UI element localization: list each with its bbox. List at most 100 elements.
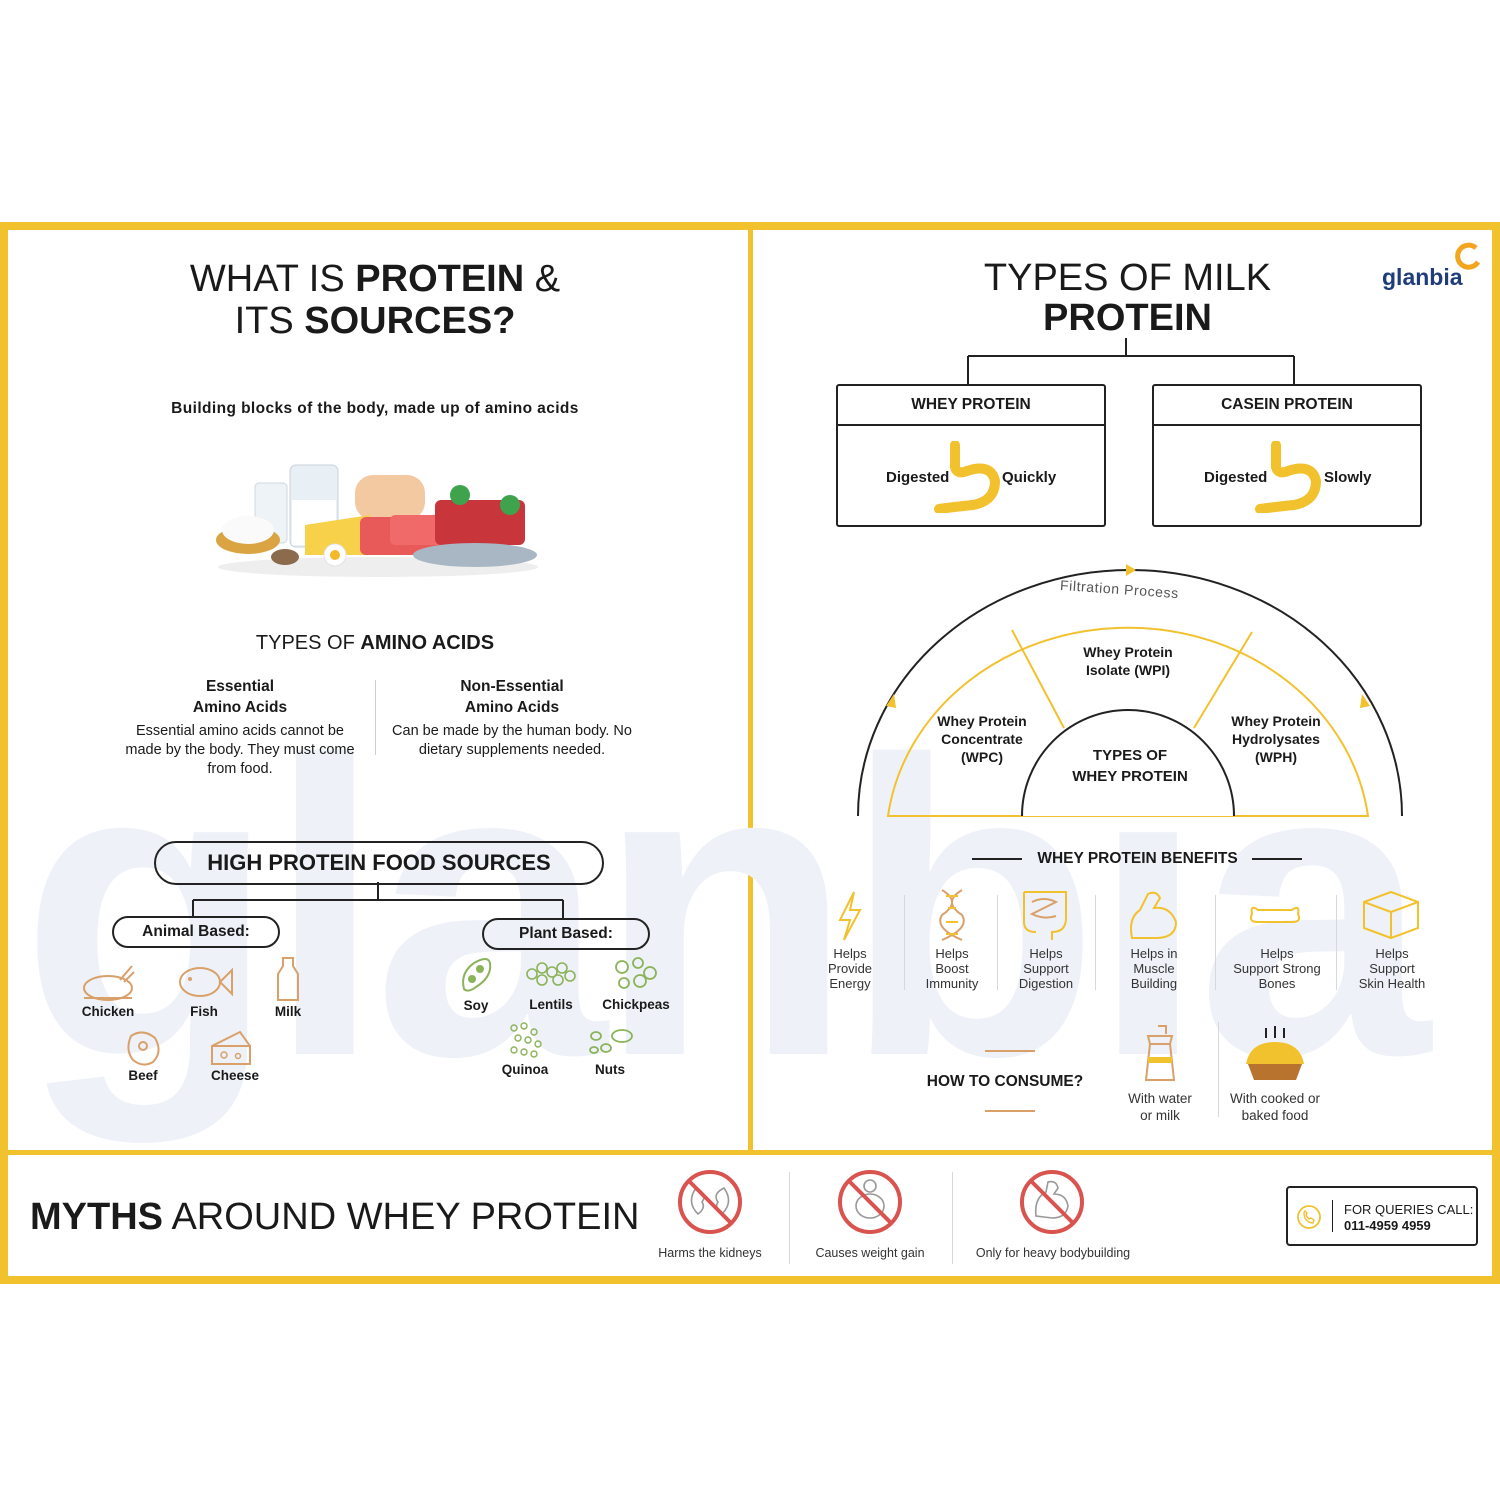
consume-water-l1: With water bbox=[1128, 1091, 1192, 1106]
benefit-muscle-l2: Muscle bbox=[1133, 961, 1175, 976]
nuts-icon bbox=[589, 1029, 633, 1054]
beef-icon bbox=[127, 1031, 160, 1066]
benefit-immunity-l3: Immunity bbox=[925, 976, 979, 991]
whey-protein-box: WHEY PROTEIN Digested Quickly bbox=[836, 384, 1106, 527]
consume-water-l2: or milk bbox=[1140, 1108, 1180, 1123]
casein-digested-label: Digested bbox=[1204, 469, 1268, 486]
benefit-bones-l2: Support Strong bbox=[1233, 961, 1321, 976]
lentils-icon bbox=[526, 962, 576, 986]
consume-separator bbox=[1218, 1022, 1219, 1117]
essential-heading-1: Essential bbox=[205, 678, 275, 695]
essential-text: Essential amino acids cannot be made by … bbox=[125, 723, 355, 777]
quinoa-label: Quinoa bbox=[501, 1062, 549, 1077]
non-essential-text: Can be made by the human body. No dietar… bbox=[392, 723, 632, 758]
benefits-title: WHEY PROTEIN BENEFITS bbox=[1037, 850, 1238, 867]
left-title-bold2: SOURCES? bbox=[304, 300, 516, 342]
benefit-separator bbox=[904, 895, 905, 990]
high-protein-title: HIGH PROTEIN FOOD SOURCES bbox=[154, 841, 604, 885]
benefit-skin-l1: Helps bbox=[1375, 946, 1409, 961]
myths-title-bold: MYTHS bbox=[30, 1196, 163, 1238]
consume-water-milk: With water or milk bbox=[1110, 1090, 1210, 1124]
whey-types-diagram bbox=[857, 564, 1403, 817]
animal-based-label: Animal Based: bbox=[112, 916, 280, 948]
wpi-line2: Isolate (WPI) bbox=[1085, 662, 1170, 678]
consume-cooked-food: With cooked or baked food bbox=[1220, 1090, 1330, 1124]
queries-phone-number[interactable]: 011-4959 4959 bbox=[1344, 1218, 1431, 1233]
no-bodybuilding-icon bbox=[1020, 1170, 1084, 1234]
benefit-digestion-l3: Digestion bbox=[1018, 976, 1074, 991]
benefit-immunity-l2: Boost bbox=[935, 961, 969, 976]
amino-acids-title: TYPES OF AMINO ACIDS bbox=[150, 632, 600, 655]
benefit-immunity-l1: Helps bbox=[935, 946, 969, 961]
benefit-energy-l1: Helps bbox=[833, 946, 867, 961]
queries-box: FOR QUERIES CALL: 011-4959 4959 bbox=[1286, 1186, 1478, 1246]
whey-digested-label: Digested bbox=[886, 469, 950, 486]
intestine-icon bbox=[1023, 891, 1067, 940]
wpc-line1: Whey Protein bbox=[937, 713, 1027, 729]
outer-frame bbox=[0, 222, 1500, 1284]
benefit-energy-l3: Energy bbox=[829, 976, 871, 991]
quinoa-icon bbox=[510, 1022, 542, 1058]
casein-protein-title: CASEIN PROTEIN bbox=[1154, 386, 1420, 426]
lightning-icon bbox=[838, 891, 862, 941]
dna-icon bbox=[939, 889, 965, 941]
cheese-icon bbox=[211, 1030, 251, 1065]
vertical-divider bbox=[748, 230, 753, 1154]
chicken-label: Chicken bbox=[81, 1004, 135, 1019]
benefit-separator bbox=[1336, 895, 1337, 990]
wpi-line1: Whey Protein bbox=[1083, 644, 1173, 660]
left-title-pre: WHAT IS bbox=[189, 258, 356, 300]
horizontal-divider bbox=[8, 1150, 1492, 1155]
wph-line1: Whey Protein bbox=[1231, 713, 1321, 729]
chickpeas-icon bbox=[615, 957, 657, 989]
benefit-bones-l1: Helps bbox=[1260, 946, 1294, 961]
right-title: TYPES OF MILK PROTEIN bbox=[940, 258, 1315, 338]
right-title-line2: PROTEIN bbox=[1043, 297, 1212, 339]
wph-line3: (WPH) bbox=[1255, 749, 1297, 765]
phone-icon bbox=[1297, 1205, 1321, 1229]
myth-bodybuilding: Only for heavy bodybuilding bbox=[975, 1246, 1131, 1260]
whey-protein-title: WHEY PROTEIN bbox=[838, 386, 1104, 426]
queries-divider bbox=[1332, 1200, 1333, 1232]
cheese-label: Cheese bbox=[210, 1068, 260, 1083]
casein-protein-box: CASEIN PROTEIN Digested Slowly bbox=[1152, 384, 1422, 527]
right-title-line1: TYPES OF MILK bbox=[983, 257, 1272, 299]
lentils-label: Lentils bbox=[529, 997, 573, 1012]
non-essential-heading-1: Non-Essential bbox=[460, 678, 564, 695]
baked-pie-icon bbox=[1246, 1026, 1304, 1080]
amino-title-bold: AMINO ACIDS bbox=[360, 632, 495, 654]
left-title: WHAT IS PROTEIN & ITS SOURCES? bbox=[120, 258, 630, 342]
myth-weight-gain: Causes weight gain bbox=[815, 1246, 925, 1260]
benefit-skin-l2: Support bbox=[1369, 961, 1415, 976]
casein-slowly-label: Slowly bbox=[1324, 469, 1372, 486]
myths-title-rest: AROUND WHEY PROTEIN bbox=[163, 1196, 640, 1238]
glanbia-logo: glanbia bbox=[1382, 264, 1463, 290]
benefit-energy-l2: Provide bbox=[827, 961, 873, 976]
consume-cooked-l1: With cooked or bbox=[1229, 1091, 1321, 1106]
left-title-line2: ITS bbox=[234, 300, 305, 342]
chicken-icon bbox=[83, 965, 135, 1001]
protein-definition: Building blocks of the body, made up of … bbox=[171, 400, 579, 417]
benefit-digestion-l1: Helps bbox=[1029, 946, 1063, 961]
consume-cooked-l2: baked food bbox=[1241, 1108, 1309, 1123]
chickpeas-label: Chickpeas bbox=[602, 997, 670, 1012]
essential-heading-2: Amino Acids bbox=[192, 699, 288, 716]
wpc-line3: (WPC) bbox=[961, 749, 1003, 765]
no-weight-gain-icon bbox=[838, 1170, 902, 1234]
benefit-separator bbox=[1095, 895, 1096, 990]
stomach-icon bbox=[934, 441, 1001, 513]
howto-rule-bottom bbox=[985, 1110, 1035, 1112]
nuts-label: Nuts bbox=[595, 1062, 625, 1077]
stomach-icon bbox=[1255, 441, 1322, 513]
bone-icon bbox=[1249, 906, 1301, 923]
howto-rule-top bbox=[985, 1050, 1035, 1052]
